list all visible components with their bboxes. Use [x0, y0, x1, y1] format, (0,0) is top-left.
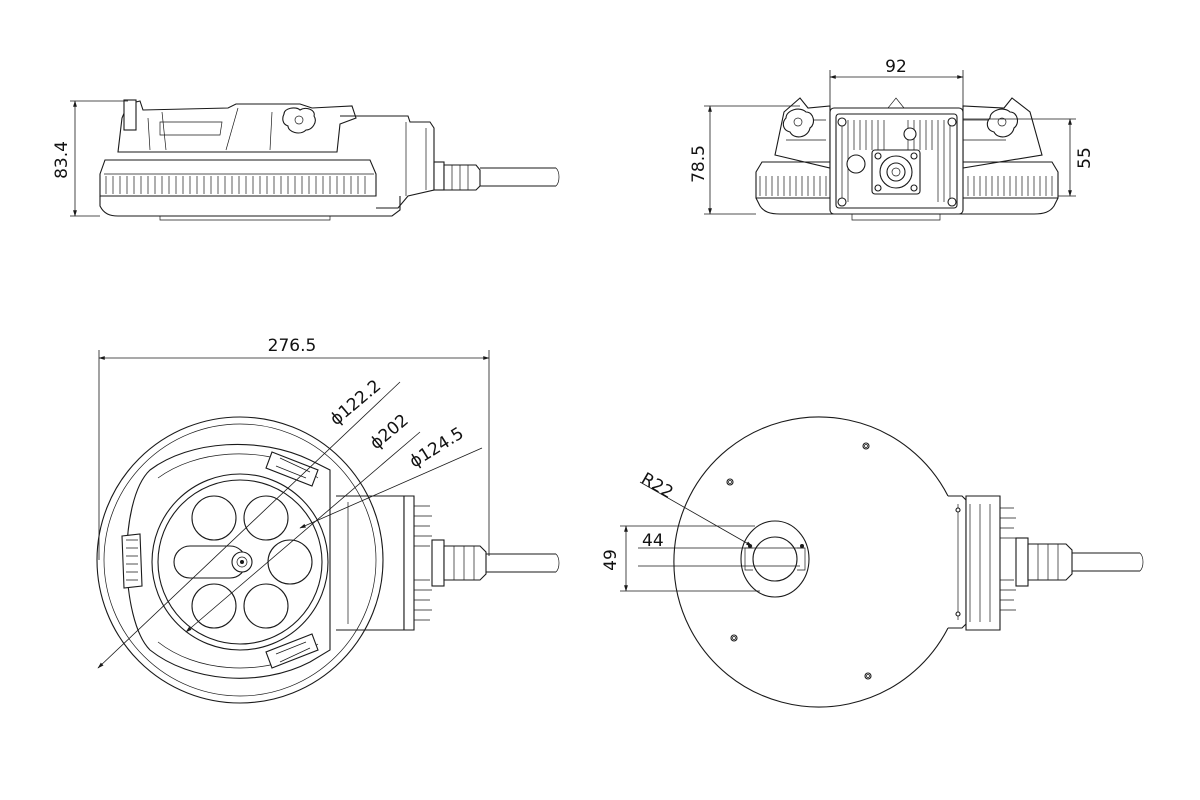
- front-view: [755, 97, 1059, 221]
- driver-box-bottom: [965, 495, 1144, 631]
- bottom-width-label: 44: [642, 531, 664, 551]
- dim-front-width: 92: [829, 57, 964, 108]
- center-mount: [740, 520, 810, 598]
- front-fins: [759, 176, 1053, 196]
- side-height-label: 83.4: [52, 141, 72, 179]
- bottom-view: [673, 416, 1144, 708]
- top-view: [96, 416, 560, 704]
- side-fins: [104, 173, 374, 194]
- dim-front-inner-height: 55: [963, 118, 1095, 197]
- dia-122-label: ϕ122.2: [326, 376, 385, 430]
- knob-top-lower: [265, 633, 319, 669]
- dim-side-height: 83.4: [52, 100, 128, 217]
- dia-124-label: ϕ124.5: [406, 424, 467, 473]
- front-inner-height-label: 55: [1075, 147, 1095, 169]
- dia-202-label: ϕ202: [366, 410, 412, 453]
- dim-bottom-width: 49 44: [601, 525, 804, 592]
- knob-front-right: [986, 108, 1019, 138]
- side-view: [99, 99, 560, 221]
- driver-box-front: [829, 107, 964, 215]
- dim-top-width: 276.5: [98, 336, 490, 560]
- dim-dia-leaders: ϕ122.2 ϕ202 ϕ124.5: [97, 376, 483, 669]
- front-width-label: 92: [885, 57, 907, 77]
- lens-array: [173, 495, 313, 629]
- knob-side: [282, 107, 316, 134]
- bottom-height-label: 49: [601, 549, 621, 571]
- driver-box-top: [336, 495, 560, 631]
- dim-front-height: 78.5: [689, 105, 800, 215]
- radius-label: R22: [638, 469, 677, 503]
- knob-front-left: [782, 108, 815, 138]
- front-height-label: 78.5: [689, 145, 709, 183]
- cable-gland-side: [433, 161, 560, 191]
- top-width-label: 276.5: [268, 336, 317, 356]
